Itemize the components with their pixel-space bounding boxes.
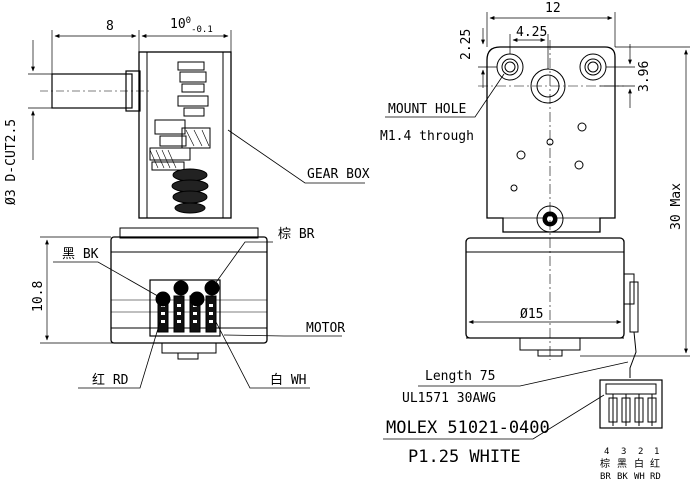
dim-total-height-label: 30 Max: [669, 183, 684, 230]
dim-gearbox-width-label: 100-0.1: [170, 16, 213, 35]
wire-bk-label: 黑 BK: [62, 247, 99, 262]
dim-motor-height: [40, 236, 162, 344]
dim-width-label: 12: [545, 1, 561, 16]
dim-motor-dia-label: Ø15: [520, 307, 543, 322]
gear-box-label: GEAR BOX: [307, 167, 370, 182]
pin-1-cn: 红: [650, 457, 660, 470]
pin-2-en: WH: [634, 472, 645, 482]
output-shaft: [40, 70, 150, 112]
mount-hole-left: [496, 53, 524, 81]
dim-shaft-length: [51, 30, 232, 74]
molex-connector: [599, 379, 663, 429]
dim-hole-spacing-label: 4.25: [516, 25, 547, 40]
mount-hole-label: MOUNT HOLE: [388, 102, 466, 117]
pin-4-cn: 棕: [600, 457, 610, 470]
dim-hole-offset: [600, 44, 635, 108]
pin-2-cn: 白: [634, 457, 644, 470]
left-side-view: [28, 30, 365, 389]
dim-shaft-length-label: 8: [106, 19, 114, 34]
pin-4-number: 4: [604, 447, 609, 457]
connector-model-label: MOLEX 51021-0400: [386, 418, 550, 438]
pin-4-en: BR: [600, 472, 611, 482]
mount-hole-right: [579, 53, 607, 81]
gear-box: [138, 51, 232, 219]
dim-gearbox-width-value: 10: [170, 17, 186, 32]
right-front-view: [383, 12, 690, 440]
pin-labels: 4 3 2 1 棕 黑 白 红 BR BK WH RD: [600, 447, 661, 482]
pin-2-number: 2: [638, 447, 643, 457]
cable-spec-label: UL1571 30AWG: [402, 391, 496, 406]
wire-wh-label: 白 WH: [270, 372, 306, 388]
dim-gearbox-width-sup: 0: [186, 16, 191, 26]
dim-shaft-dia: [28, 40, 52, 160]
dim-hole-offset-label: 3.96: [637, 61, 652, 92]
cable-length-label: Length 75: [425, 369, 495, 384]
pin-3-number: 3: [621, 447, 626, 457]
connector-pitch-label: P1.25 WHITE: [408, 447, 521, 467]
dim-total-height: [580, 46, 690, 357]
pin-1-en: RD: [650, 472, 661, 482]
gear-plate: [478, 40, 624, 360]
pin-3-cn: 黑: [617, 458, 627, 470]
dim-hole-top-label: 2.25: [459, 29, 474, 60]
motor-body: [110, 227, 268, 360]
motor-can: [465, 237, 639, 357]
dim-motor-height-label: 10.8: [31, 281, 46, 312]
dim-gearbox-width-sub: -0.1: [191, 25, 213, 35]
cable: [629, 331, 637, 378]
pin-1-number: 1: [654, 447, 659, 457]
mount-hole-detail-label: M1.4 through: [380, 129, 474, 144]
dim-hole-spacing: [509, 34, 549, 69]
motor-label: MOTOR: [306, 321, 345, 336]
wire-rd-label: 红 RD: [92, 372, 129, 388]
dim-hole-top: [478, 28, 497, 88]
wire-br-label: 棕 BR: [278, 227, 315, 242]
dim-width: [486, 12, 616, 47]
pin-3-en: BK: [617, 472, 628, 482]
worm-gear: [171, 168, 209, 214]
dim-shaft-dia-label: Ø3 D-CUT2.5: [4, 119, 19, 205]
